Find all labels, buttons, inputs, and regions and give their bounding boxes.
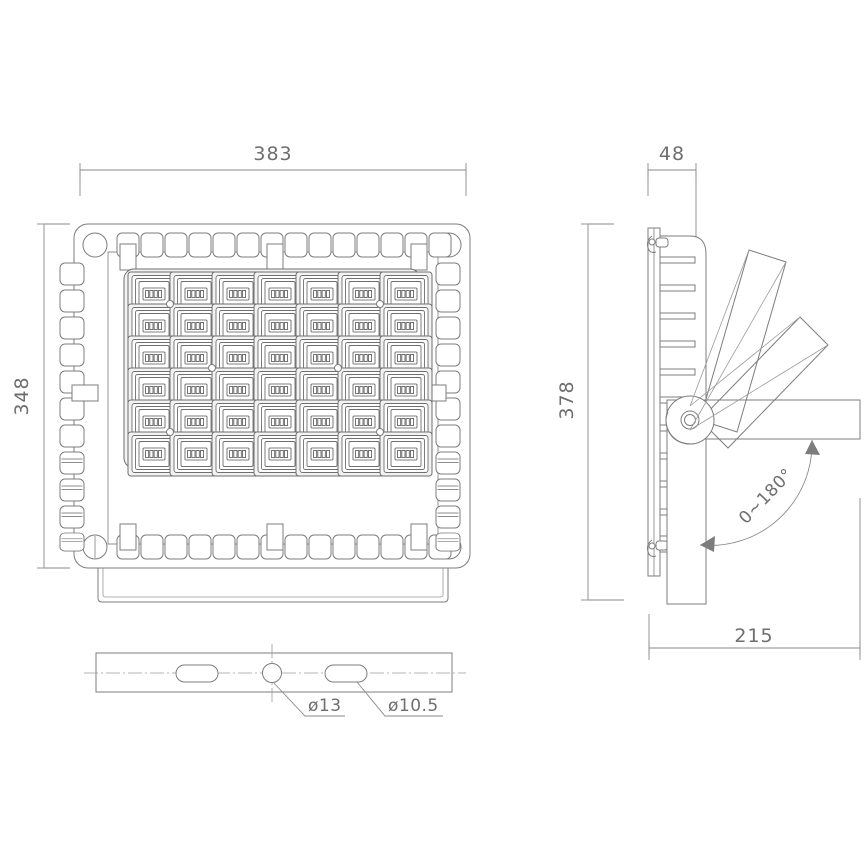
dimension-width-383: 383 bbox=[79, 143, 467, 196]
perimeter-tabs-right bbox=[435, 262, 461, 552]
dim-label-378: 378 bbox=[556, 380, 578, 419]
side-projection-lines bbox=[689, 249, 829, 431]
leader-dia105: ø10.5 bbox=[356, 681, 443, 717]
corner-boss-tl bbox=[82, 232, 108, 258]
side-view: 48 378 215 bbox=[556, 143, 861, 660]
dim-label-348: 348 bbox=[11, 376, 33, 415]
dimension-depth-215: 215 bbox=[648, 498, 861, 660]
bracket-center-hole bbox=[262, 663, 282, 683]
led-module bbox=[379, 431, 433, 477]
front-rear-bracket bbox=[97, 560, 449, 603]
dim-label-dia105: ø10.5 bbox=[388, 696, 439, 716]
side-lens-plate bbox=[647, 227, 661, 577]
dim-label-rotation: 0~180° bbox=[735, 465, 797, 529]
bracket-slot-left bbox=[175, 664, 219, 683]
dim-label-dia13: ø13 bbox=[308, 696, 342, 716]
bracket-arm-horizontal bbox=[689, 399, 861, 440]
dim-label-215: 215 bbox=[734, 625, 773, 647]
dim-label-383: 383 bbox=[253, 143, 292, 165]
dimension-height-378: 378 bbox=[556, 223, 624, 601]
front-view: 383 348 bbox=[11, 143, 471, 603]
perimeter-tabs-left bbox=[59, 262, 85, 552]
bracket-plan-view: ø13 ø10.5 bbox=[84, 644, 466, 717]
corner-boss-bl bbox=[82, 534, 108, 560]
perimeter-tabs-top bbox=[116, 232, 452, 258]
pivot-knuckle bbox=[665, 395, 715, 445]
side-mounting-ears bbox=[647, 235, 669, 557]
leader-dia13: ø13 bbox=[272, 681, 345, 717]
rotation-angle-annotation: 0~180° bbox=[699, 439, 820, 552]
bracket-slot-right bbox=[324, 664, 368, 683]
dimension-height-348: 348 bbox=[11, 223, 70, 569]
led-panel-fixings bbox=[166, 300, 384, 436]
dim-label-48: 48 bbox=[659, 143, 685, 165]
